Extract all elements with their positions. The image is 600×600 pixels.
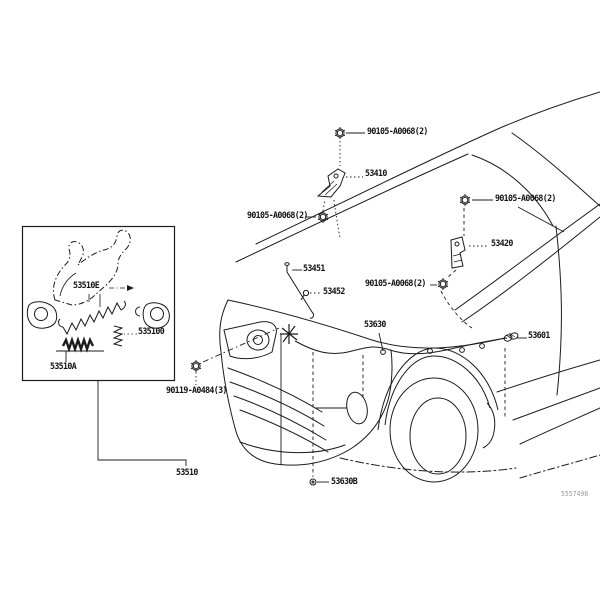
wheel-arch-outer	[377, 347, 499, 431]
hinge-bracket-53410[interactable]	[316, 168, 346, 198]
wheel-arch-inner	[384, 355, 491, 426]
bolt-icon-top[interactable]	[334, 126, 346, 140]
bumper-underside	[339, 457, 517, 473]
fender-cladding	[482, 402, 496, 449]
hood-release-cable	[294, 337, 508, 355]
bolt-icon-hinge[interactable]	[437, 277, 449, 291]
leader-lines	[97, 132, 565, 483]
headlight	[223, 321, 277, 360]
rim	[409, 397, 467, 475]
fog-lamp	[346, 391, 368, 425]
fender-shoulder-line-2	[461, 216, 600, 323]
part-label-53630[interactable]: 53630	[364, 320, 386, 330]
part-label-53510[interactable]: 53510	[176, 468, 198, 478]
tire	[389, 377, 479, 483]
part-label-90105-top[interactable]: 90105-A0068(2)	[367, 127, 428, 137]
lock-assembly-drawing[interactable]	[26, 229, 170, 362]
windshield-roof-line	[255, 91, 600, 245]
part-label-535100[interactable]: 535100	[138, 327, 165, 337]
cowl-line	[235, 153, 469, 263]
front-wheel	[377, 347, 499, 483]
part-label-90119[interactable]: 90119-A0484(3)	[166, 386, 227, 396]
hinge-bracket-53420[interactable]	[450, 236, 466, 269]
front-bumper	[219, 299, 517, 473]
part-label-53451[interactable]: 53451	[303, 264, 325, 274]
door-top-line	[511, 132, 600, 207]
part-label-53601[interactable]: 53601	[528, 331, 550, 341]
inset-box	[21, 225, 176, 382]
fender-shoulder-line-1	[454, 203, 600, 311]
bumper-outline	[219, 299, 393, 466]
bolt-icon-lock[interactable]	[190, 359, 202, 373]
part-label-53452[interactable]: 53452	[323, 287, 345, 297]
tension-spring[interactable]	[61, 336, 95, 353]
part-label-90105-fender[interactable]: 90105-A0068(2)	[495, 194, 556, 204]
car-side-lower	[496, 359, 600, 479]
bolt-icon-cowl[interactable]	[317, 210, 329, 224]
part-label-90105-cowl[interactable]: 90105-A0068(2)	[247, 211, 308, 221]
bumper-lip	[239, 441, 346, 454]
grille-slats	[227, 367, 329, 453]
hood-lock-mark	[280, 324, 298, 344]
part-label-53510E[interactable]: 53510E	[73, 281, 100, 291]
part-label-53630B[interactable]: 53630B	[331, 477, 358, 487]
car-upper-body	[235, 91, 600, 396]
part-label-53510A[interactable]: 53510A	[50, 362, 77, 372]
support-rod-53451[interactable]	[284, 262, 314, 319]
part-label-53410[interactable]: 53410	[365, 169, 387, 179]
diagram-code: 5557498	[561, 490, 589, 498]
a-pillar-line	[471, 154, 554, 227]
bolt-icon-fender[interactable]	[459, 193, 471, 207]
rod-clip-53452[interactable]	[300, 289, 310, 301]
cable-grommet-53601[interactable]	[503, 332, 519, 342]
part-label-53420[interactable]: 53420	[491, 239, 513, 249]
part-label-90105-hinge[interactable]: 90105-A0068(2)	[365, 279, 426, 289]
cable-clip-53630B[interactable]	[309, 478, 317, 486]
